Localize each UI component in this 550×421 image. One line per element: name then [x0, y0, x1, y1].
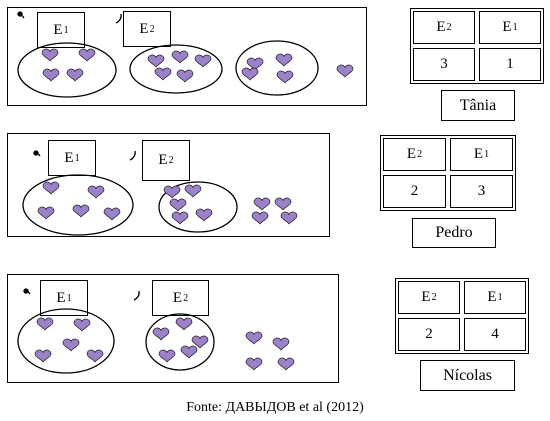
heart-icon	[241, 67, 259, 81]
heart-icon	[42, 68, 60, 82]
heart-icon	[103, 207, 121, 221]
heart-icon	[175, 317, 193, 331]
heart-icon	[87, 185, 105, 199]
label-e1-text: E	[53, 21, 63, 38]
heart-icon	[245, 357, 263, 371]
heart-icon	[194, 54, 212, 68]
heart-icon	[152, 327, 170, 341]
heart-icon	[276, 70, 294, 84]
heart-icon	[253, 197, 271, 211]
heart-icon	[336, 64, 354, 78]
heart-icon	[86, 349, 104, 363]
heart-icon	[42, 181, 60, 195]
heart-icon	[176, 69, 194, 83]
heart-icon	[280, 211, 298, 225]
table-value-e1: 1	[479, 48, 541, 81]
heart-icon	[171, 50, 189, 64]
heart-icon	[275, 53, 293, 67]
set-ellipse	[17, 308, 115, 374]
heart-icon	[251, 211, 269, 225]
heart-icon	[78, 48, 96, 62]
heart-icon	[36, 317, 54, 331]
student-name-3: Nícolas	[420, 360, 515, 391]
heart-icon	[37, 206, 55, 220]
student-name-2: Pedro	[412, 218, 496, 248]
heart-icon	[66, 68, 84, 82]
heart-icon	[72, 204, 90, 218]
table-value-e2: 3	[413, 48, 475, 81]
tick-marks	[17, 11, 140, 301]
heart-icon	[171, 211, 189, 225]
tick-dot-icon	[33, 150, 39, 156]
heart-icon	[34, 349, 52, 363]
tick-dot-icon	[17, 11, 23, 17]
heart-icon	[169, 198, 187, 212]
heart-icon	[41, 48, 59, 62]
heart-icon	[154, 67, 172, 81]
set-ellipse	[158, 181, 238, 233]
heart-icon	[184, 184, 202, 198]
heart-icon	[277, 357, 295, 371]
table-value-e2: 2	[398, 318, 460, 351]
label-e2-sub: 2	[149, 23, 155, 35]
heart-icon	[73, 318, 91, 332]
set-ellipse	[235, 40, 319, 96]
set-ellipse	[22, 174, 134, 236]
heart-icon	[272, 337, 290, 351]
heart-icon	[62, 338, 80, 352]
tick-mark-icon	[115, 13, 122, 24]
set-ellipse	[129, 44, 223, 94]
heart-icon	[274, 197, 292, 211]
tick-mark-icon	[133, 290, 140, 301]
tick-dot-icon	[23, 288, 29, 294]
heart-icon	[147, 54, 165, 68]
tick-mark-icon	[129, 150, 136, 161]
caption: Fonte: ДАВЫДОВ et al (2012)	[186, 400, 364, 415]
student-name-1: Tânia	[441, 90, 515, 121]
heart-icon	[195, 208, 213, 222]
heart-icon	[245, 331, 263, 345]
label-e1-sub: 1	[63, 24, 69, 36]
table-value-e1: 4	[464, 318, 526, 351]
set-ellipse	[145, 313, 215, 371]
heart-icon	[158, 349, 176, 363]
set-ellipse	[17, 42, 117, 98]
table-value-e2: 2	[383, 175, 446, 208]
label-e2-text: E	[139, 20, 149, 37]
table-value-e1: 3	[450, 175, 513, 208]
heart-icon	[180, 345, 198, 359]
